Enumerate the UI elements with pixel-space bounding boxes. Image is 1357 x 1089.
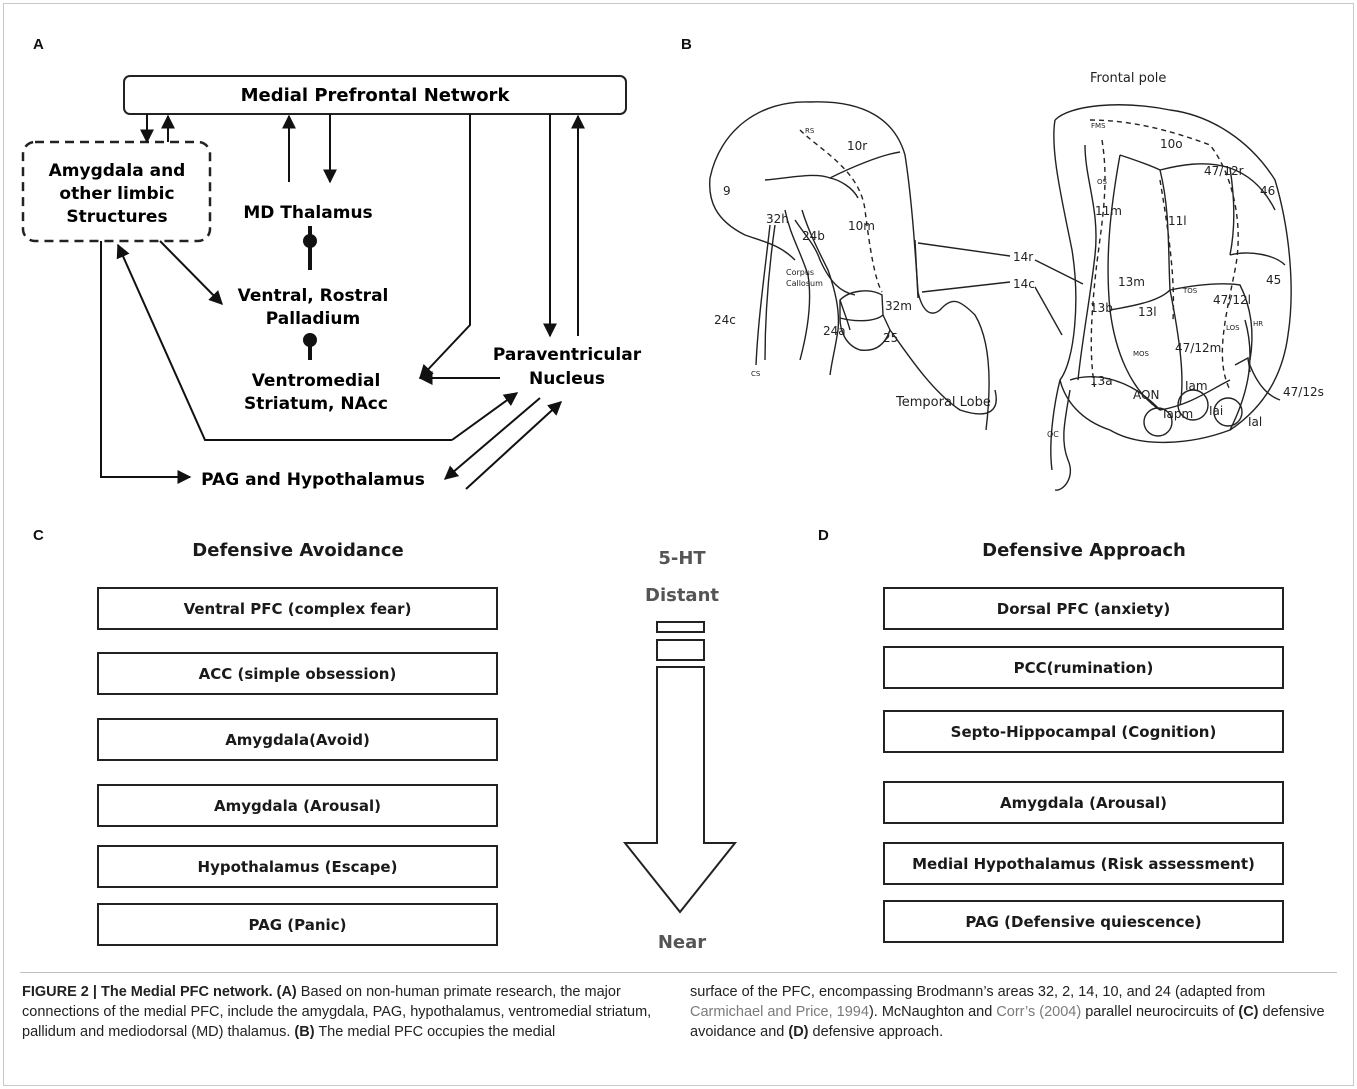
area-iam: Iam xyxy=(1185,379,1208,393)
striatum-line1: Ventromedial xyxy=(252,371,381,391)
pointer-14c: 14c xyxy=(1013,277,1035,291)
area-46: 46 xyxy=(1260,184,1275,198)
amygdala-line3: Structures xyxy=(66,207,167,227)
pag-label: PAG and Hypothalamus xyxy=(201,470,425,490)
area-10o: 10o xyxy=(1160,137,1183,151)
md-thalamus-label: MD Thalamus xyxy=(243,203,372,223)
approach-box-amygdala-arousal: Amygdala (Arousal) xyxy=(883,781,1284,824)
caption-text-3: surface of the PFC, encompassing Brodman… xyxy=(690,984,1266,1000)
caption-text-7: defensive approach. xyxy=(808,1024,944,1040)
temporal-lobe-label: Temporal Lobe xyxy=(895,395,991,410)
gradient-arrow xyxy=(622,621,738,914)
panel-c-title: Defensive Avoidance xyxy=(192,540,404,561)
sulcus-hr: HR xyxy=(1253,320,1263,328)
amygdala-line1: Amygdala and xyxy=(49,161,186,181)
caption-figure-title: FIGURE 2 | The Medial PFC network. xyxy=(22,984,273,1000)
area-47-12m: 47/12m xyxy=(1175,341,1221,355)
area-25: 25 xyxy=(883,331,898,345)
caption-left-column: FIGURE 2 | The Medial PFC network. (A) B… xyxy=(22,982,672,1042)
figure-frame xyxy=(3,3,1354,1086)
pointer-14r: 14r xyxy=(1013,250,1033,264)
sulcus-oc: OC xyxy=(1047,430,1059,439)
area-aon: AON xyxy=(1133,388,1159,402)
amygdala-box xyxy=(21,140,212,243)
ventral-line2: Palladium xyxy=(266,309,360,329)
corpus-line2: Callosum xyxy=(786,279,823,288)
caption-citation-2[interactable]: Corr’s (2004) xyxy=(996,1004,1082,1020)
network-box xyxy=(123,75,627,115)
ht-label: 5-HT xyxy=(658,548,706,569)
area-9: 9 xyxy=(723,184,731,198)
sulcus-cs: CS xyxy=(751,370,761,378)
caption-text-2: The medial PFC occupies the medial xyxy=(314,1024,556,1040)
panel-b-brain-map: 9 10r 32h 24b 10m 24c 24a 32m 25 RS CS C… xyxy=(708,71,1324,491)
caption-citation-1[interactable]: Carmichael and Price, 1994 xyxy=(690,1004,869,1020)
approach-box-medial-hypothalamus: Medial Hypothalamus (Risk assessment) xyxy=(883,842,1284,885)
caption-text-1: Based on non-human primate research, the… xyxy=(22,984,652,1040)
avoidance-box-ventral-pfc: Ventral PFC (complex fear) xyxy=(97,587,498,630)
approach-box-septo-hippocampal: Septo-Hippocampal (Cognition) xyxy=(883,710,1284,753)
caption-separator xyxy=(20,972,1337,973)
avoidance-box-amygdala-arousal: Amygdala (Arousal) xyxy=(97,784,498,827)
ventral-line1: Ventral, Rostral xyxy=(238,286,389,306)
avoidance-box-acc: ACC (simple obsession) xyxy=(97,652,498,695)
avoidance-box-pag: PAG (Panic) xyxy=(97,903,498,946)
sulcus-rs: RS xyxy=(805,127,815,135)
area-10m: 10m xyxy=(848,219,875,233)
approach-box-dorsal-pfc: Dorsal PFC (anxiety) xyxy=(883,587,1284,630)
panel-label-c: C xyxy=(33,527,44,544)
caption-right-column: surface of the PFC, encompassing Brodman… xyxy=(690,982,1335,1042)
area-13m: 13m xyxy=(1118,275,1145,289)
area-11l: 11l xyxy=(1168,214,1187,228)
caption-tag-b: (B) xyxy=(294,1024,315,1040)
caption-text-4: ). McNaughton and xyxy=(868,1004,993,1020)
area-47-12s: 47/12s xyxy=(1283,385,1324,399)
network-label: Medial Prefrontal Network xyxy=(241,85,511,106)
area-24c: 24c xyxy=(714,313,736,327)
area-13b: 13b xyxy=(1090,301,1113,315)
area-45: 45 xyxy=(1266,273,1281,287)
panel-label-d: D xyxy=(818,527,829,544)
panel-a-diagram: Medial Prefrontal Network Amygdala and o… xyxy=(21,75,642,490)
sulcus-los: LOS xyxy=(1226,324,1240,332)
area-47-12l: 47/12l xyxy=(1213,293,1251,307)
sulcus-mos: MOS xyxy=(1133,350,1150,358)
sulcus-os: OS xyxy=(1097,178,1108,186)
area-13l: 13l xyxy=(1138,305,1157,319)
sulcus-fms: FMS xyxy=(1091,122,1106,130)
area-24b: 24b xyxy=(802,229,825,243)
area-47-12r: 47/12r xyxy=(1204,164,1244,178)
striatum-line2: Striatum, NAcc xyxy=(244,394,388,414)
sulcus-tos: TOS xyxy=(1182,287,1198,295)
amygdala-line2: other limbic xyxy=(59,184,174,204)
approach-box-pag: PAG (Defensive quiescence) xyxy=(883,900,1284,943)
pvn-line2: Nucleus xyxy=(529,369,605,389)
area-ial: Ial xyxy=(1248,415,1262,429)
area-iapm: Iapm xyxy=(1163,407,1193,421)
approach-box-pcc: PCC(rumination) xyxy=(883,646,1284,689)
area-10r: 10r xyxy=(847,139,867,153)
panel-label-b: B xyxy=(681,36,692,53)
caption-tag-c: (C) xyxy=(1238,1004,1259,1020)
panel-label-a: A xyxy=(33,36,44,53)
area-24a: 24a xyxy=(823,324,846,338)
caption-tag-d: (D) xyxy=(788,1024,809,1040)
panel-d-title: Defensive Approach xyxy=(982,540,1186,561)
area-11m: 11m xyxy=(1095,204,1122,218)
avoidance-box-amygdala-avoid: Amygdala(Avoid) xyxy=(97,718,498,761)
caption-tag-a: (A) xyxy=(276,984,297,1000)
pvn-line1: Paraventricular xyxy=(493,345,642,365)
caption-text-6: defensive avoidance and xyxy=(690,1004,1325,1040)
caption-text-5: parallel neurocircuits of xyxy=(1081,1004,1235,1020)
near-label: Near xyxy=(657,932,707,953)
area-iai: Iai xyxy=(1209,404,1223,418)
corpus-line1: Corpus xyxy=(786,268,814,277)
area-32h: 32h xyxy=(766,212,789,226)
area-13a: 13a xyxy=(1090,374,1113,388)
area-32m: 32m xyxy=(885,299,912,313)
avoidance-box-hypothalamus: Hypothalamus (Escape) xyxy=(97,845,498,888)
distant-label: Distant xyxy=(645,585,719,606)
frontal-pole-label: Frontal pole xyxy=(1090,71,1166,86)
